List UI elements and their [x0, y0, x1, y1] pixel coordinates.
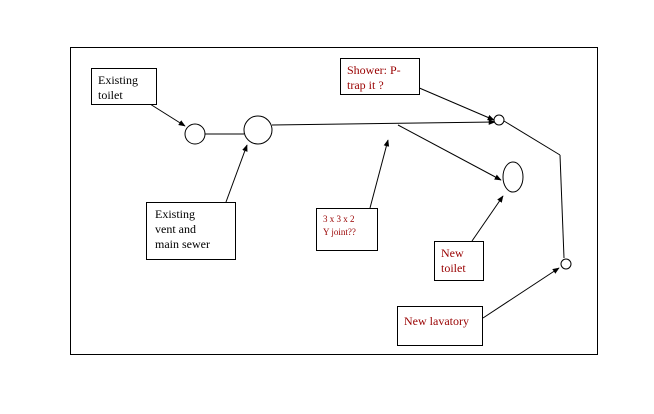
branch-to-new-toilet [397, 124, 502, 181]
existing-toilet-fitting [184, 123, 206, 145]
arrow-new-toilet [471, 195, 504, 242]
arrow-existing-vent [225, 144, 248, 203]
lavatory-drain [560, 258, 572, 270]
diagram-frame [70, 47, 598, 355]
arrow-new-lavatory [482, 267, 560, 319]
shower-drain [493, 114, 505, 126]
arrow-y-joint [369, 139, 390, 209]
arrow-existing-toilet [149, 103, 186, 127]
existing-vent-stack [243, 115, 273, 145]
new-lavatory-label: New lavatory [397, 306, 483, 346]
existing-toilet-label: Existing toilet [91, 68, 157, 105]
pipe-shower-to-vent [503, 120, 561, 156]
y-joint-label: 3 x 3 x 2 Y joint?? [316, 208, 378, 251]
arrow-shower [416, 86, 495, 121]
new-toilet-label: New toilet [434, 241, 484, 281]
existing-vent-label: Existing vent and main sewer [146, 202, 236, 260]
new-toilet-drain [502, 161, 524, 193]
shower-label: Shower: P- trap it ? [340, 58, 420, 95]
pipe-vent-down [559, 154, 565, 259]
main-drain-line [271, 119, 496, 126]
